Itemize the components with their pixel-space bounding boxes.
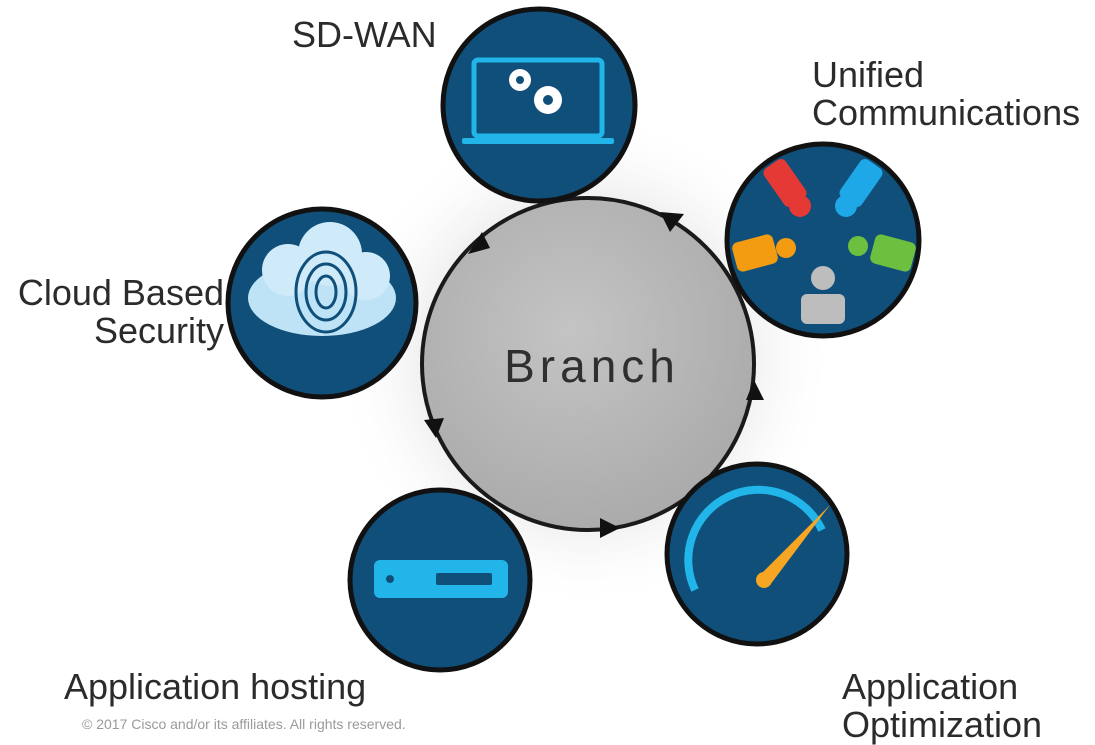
speedometer-gauge-icon bbox=[684, 485, 830, 592]
opt-label-line-1: Application bbox=[842, 666, 1019, 707]
laptop-gears-icon bbox=[462, 57, 614, 144]
center-label: Branch bbox=[504, 340, 680, 392]
sdwan-label-line: SD-WAN bbox=[292, 14, 437, 55]
arrow-icon bbox=[660, 212, 684, 232]
sdwan-label: SD-WAN bbox=[292, 16, 437, 54]
arrow-icon bbox=[600, 518, 620, 538]
cloud-fingerprint-icon bbox=[248, 222, 396, 336]
node-application-optimization[interactable] bbox=[664, 461, 850, 647]
host-label-line: Application hosting bbox=[64, 666, 367, 707]
cloud-security-label: Cloud Based Security bbox=[8, 274, 224, 350]
arrow-icon bbox=[746, 380, 764, 400]
node-application-hosting[interactable] bbox=[347, 487, 533, 673]
copyright-text: © 2017 Cisco and/or its affiliates. All … bbox=[82, 716, 406, 732]
cloud-label-line-1: Cloud Based bbox=[17, 272, 224, 313]
cloud-label-line-2: Security bbox=[93, 310, 224, 351]
node-sdwan[interactable] bbox=[440, 6, 638, 204]
node-unified-communications[interactable] bbox=[724, 141, 922, 339]
branch-center: Branch bbox=[420, 196, 756, 532]
arrow-icon bbox=[468, 232, 490, 254]
unified-communications-label: Unified Communications bbox=[812, 56, 1080, 132]
opt-label-line-2: Optimization bbox=[842, 704, 1043, 745]
node-cloud-security[interactable] bbox=[225, 206, 419, 400]
application-optimization-label: Application Optimization bbox=[842, 668, 1042, 744]
application-hosting-label: Application hosting bbox=[64, 668, 366, 706]
people-communications-icon bbox=[732, 159, 916, 324]
server-appliance-icon bbox=[374, 560, 508, 598]
arrow-icon bbox=[424, 418, 444, 438]
uc-label-line-2: Communications bbox=[812, 92, 1081, 133]
uc-label-line-1: Unified bbox=[812, 54, 925, 95]
cycle-arrows bbox=[424, 212, 764, 538]
